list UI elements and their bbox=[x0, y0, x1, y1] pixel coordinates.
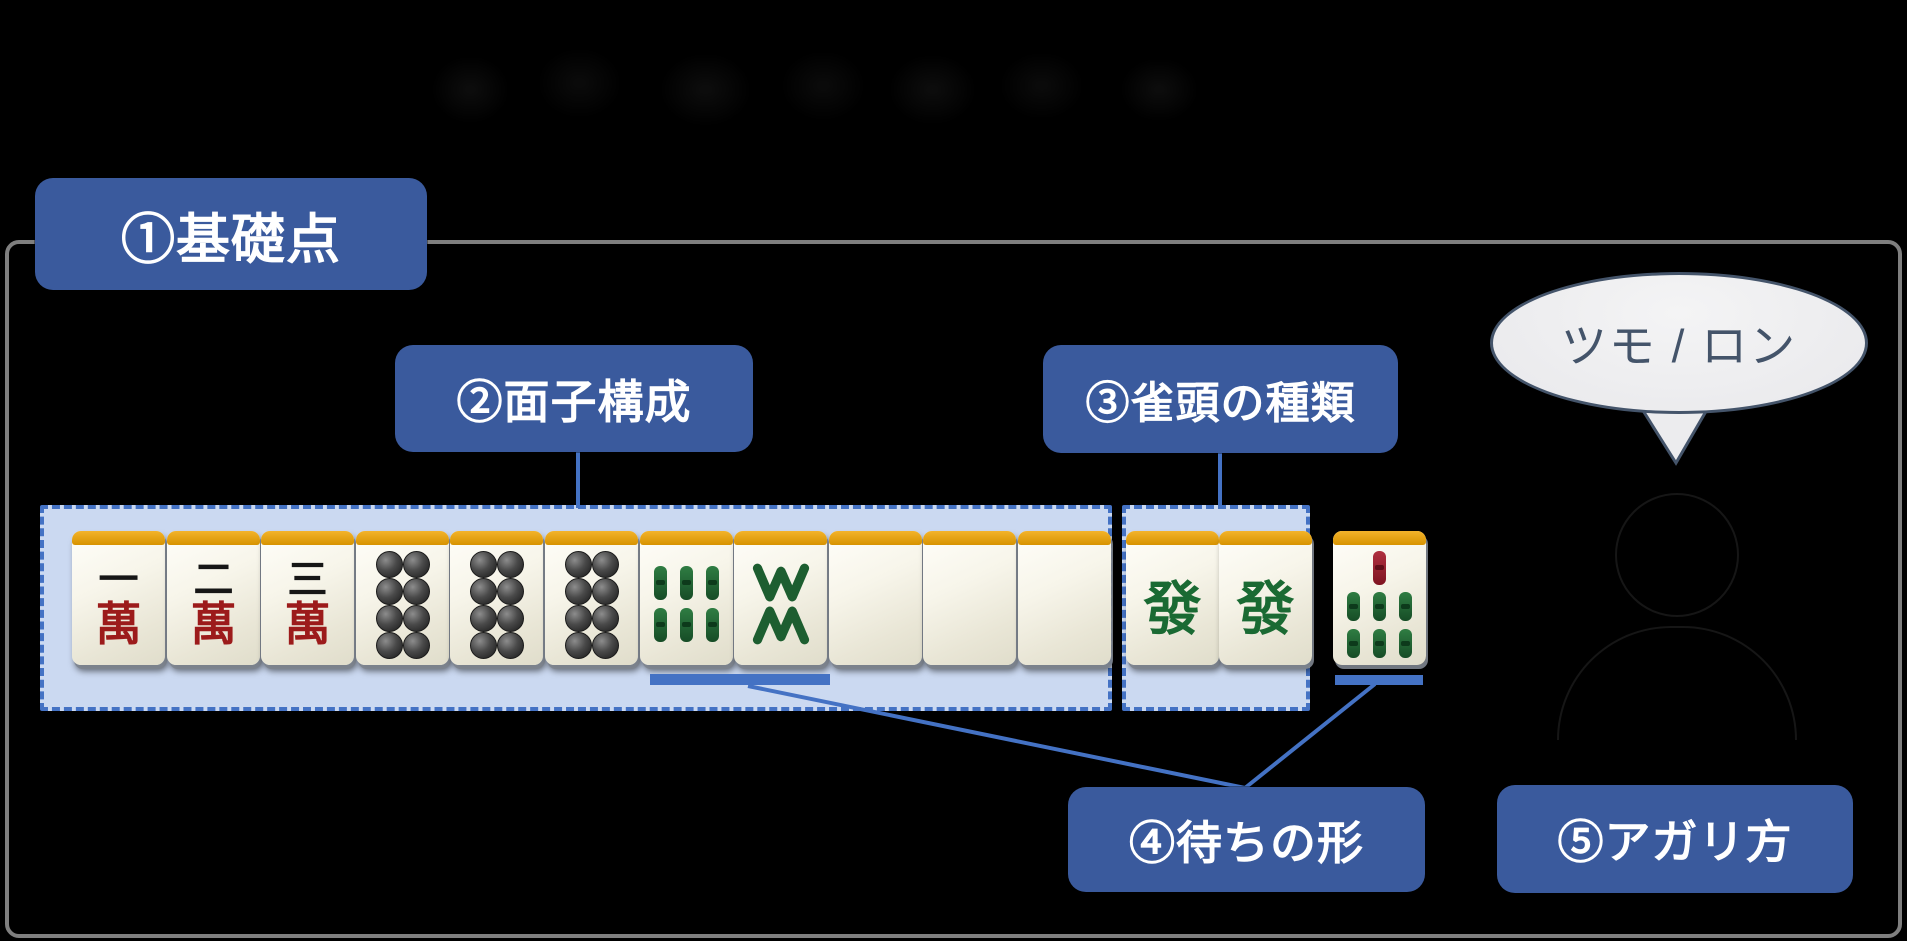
mahjong-tile-sou6 bbox=[640, 531, 733, 665]
connector-pair-type bbox=[1218, 453, 1222, 508]
wait-underline-hand bbox=[650, 674, 830, 685]
mahjong-tile-man3: 三萬 bbox=[261, 531, 354, 665]
connector-meld-composition bbox=[576, 452, 580, 508]
callout-pair-type: ③雀頭の種類 bbox=[1043, 345, 1398, 453]
mahjong-tile-pin8 bbox=[356, 531, 449, 665]
callout-wait-shape: ④待ちの形 bbox=[1068, 787, 1425, 892]
mahjong-tile-pin8 bbox=[450, 531, 543, 665]
mahjong-tile-hatsu: 發 bbox=[1219, 531, 1312, 665]
mahjong-tile-back bbox=[829, 531, 922, 665]
mahjong-tile-hatsu: 發 bbox=[1126, 531, 1219, 665]
callout-basic-points: ①基礎点 bbox=[35, 178, 427, 290]
mahjong-tile-pin8 bbox=[545, 531, 638, 665]
callout-win-method: ⑤アガリ方 bbox=[1497, 785, 1853, 893]
obscured-handwritten-title bbox=[420, 18, 1260, 148]
mahjong-tile-sou8 bbox=[734, 531, 827, 665]
mahjong-tile-man2: 二萬 bbox=[167, 531, 260, 665]
callout-meld-composition: ②面子構成 bbox=[395, 345, 753, 452]
tsumo-ron-speech-bubble: ツモ / ロン bbox=[1490, 272, 1868, 414]
person-silhouette-head-icon bbox=[1615, 493, 1739, 617]
mahjong-tile-sou7 bbox=[1333, 531, 1426, 665]
mahjong-tile-back bbox=[1018, 531, 1111, 665]
mahjong-tile-man1: 一萬 bbox=[72, 531, 165, 665]
mahjong-tile-back bbox=[923, 531, 1016, 665]
wait-underline-winning-tile bbox=[1335, 675, 1423, 685]
outer-frame-border bbox=[5, 240, 1902, 938]
